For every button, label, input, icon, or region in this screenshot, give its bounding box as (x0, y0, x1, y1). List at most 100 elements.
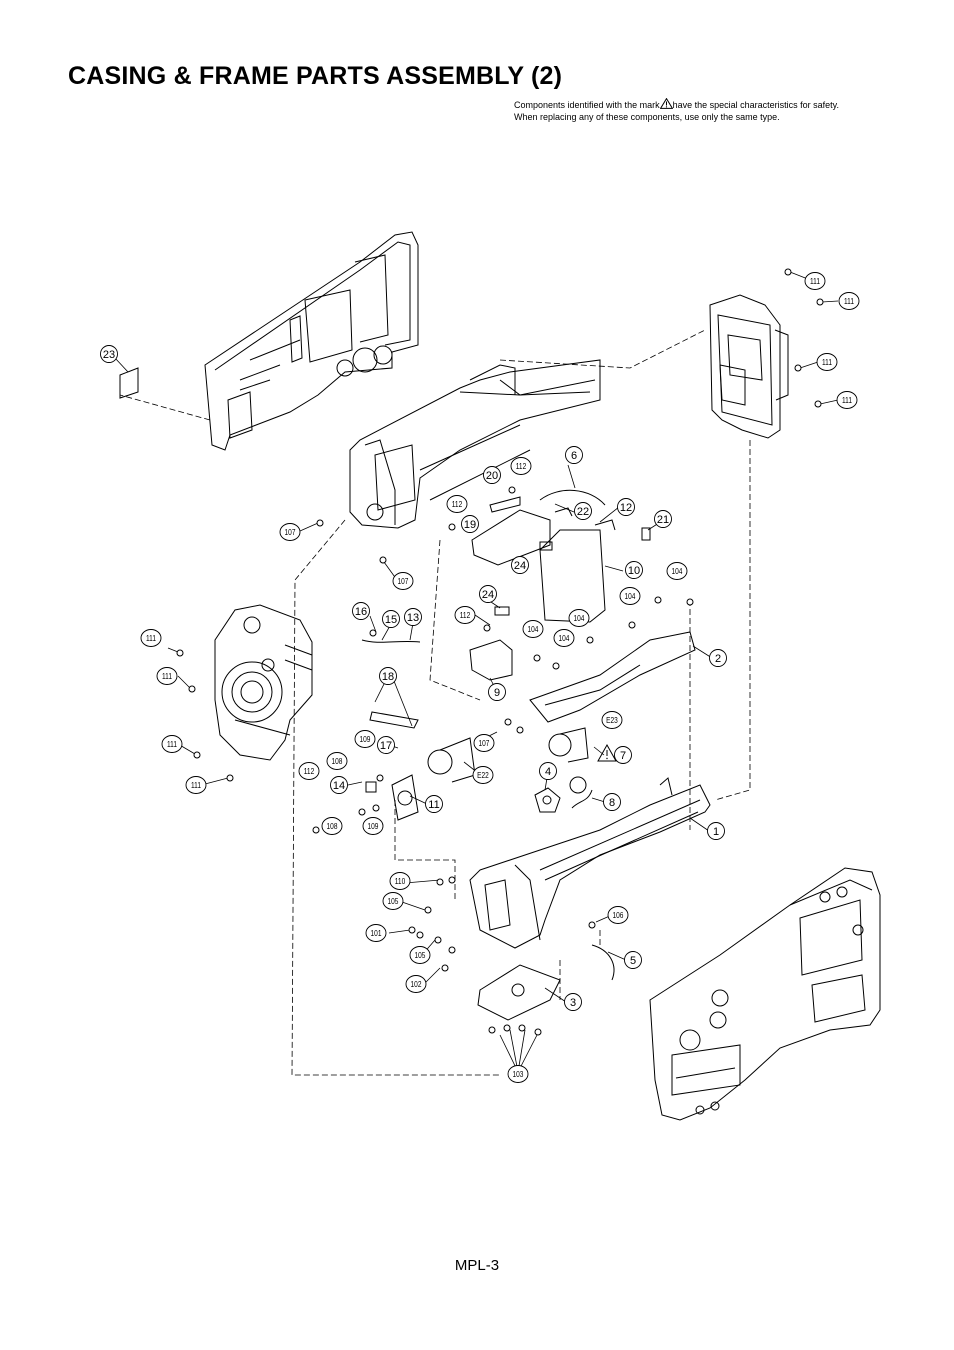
callout-circle (507, 1065, 529, 1083)
callout-label: 18 (382, 671, 394, 683)
callout-label: 111 (146, 633, 156, 643)
callout-circle (382, 610, 400, 628)
callout-circle (709, 649, 727, 667)
callout-circle (607, 906, 629, 924)
callout-9: 9 (488, 683, 506, 701)
callout-10: 10 (625, 561, 643, 579)
callout-104c: 104 (568, 609, 590, 627)
callout-6: 6 (565, 446, 583, 464)
callout-label: 104 (625, 591, 636, 601)
callout-circle (425, 795, 443, 813)
callout-circle (279, 523, 301, 541)
callout-104d: 104 (553, 629, 575, 647)
strip-part-18 (369, 711, 419, 729)
callout-7: 7 (614, 746, 632, 764)
callout-circle (326, 752, 348, 770)
callout-104e: 104 (522, 620, 544, 638)
callout-11: 11 (425, 795, 443, 813)
callout-label: 111 (844, 296, 854, 306)
callout-label: 4 (545, 766, 551, 778)
callout-17: 17 (377, 736, 395, 754)
warning-triangle-icon (659, 98, 673, 109)
callout-1: 1 (707, 822, 725, 840)
callout-circle (483, 466, 501, 484)
callout-109a: 109 (354, 730, 376, 748)
callout-label: 112 (516, 461, 526, 471)
callout-circle (568, 609, 590, 627)
callout-108a: 108 (326, 752, 348, 770)
callout-111a: 111 (804, 272, 826, 290)
bottom-plate-part-3 (477, 964, 561, 1021)
callout-label: 102 (411, 979, 422, 989)
callout-circle (352, 602, 370, 620)
callout-label: 9 (494, 687, 500, 699)
main-frame-top (349, 359, 601, 529)
callout-label: 11 (428, 799, 439, 811)
callout-circle (553, 629, 575, 647)
callout-105b: 105 (409, 946, 431, 964)
front-side-panel (649, 867, 881, 1121)
callout-107a: 107 (279, 523, 301, 541)
callout-label: 109 (360, 734, 371, 744)
callout-label: 20 (486, 470, 498, 482)
callout-circle (362, 817, 384, 835)
bracket-part-9 (469, 639, 513, 681)
rear-panel (709, 294, 789, 439)
callout-circle (838, 292, 860, 310)
callout-label: 23 (103, 349, 115, 361)
callout-circle (666, 562, 688, 580)
callout-circle (816, 353, 838, 371)
screws (176, 268, 824, 1036)
callout-label: 15 (385, 614, 397, 626)
callout-circle (488, 683, 506, 701)
callout-circle (377, 736, 395, 754)
callout-label: 108 (327, 821, 338, 831)
callout-label: 111 (842, 395, 852, 405)
lens-mount-frame (214, 604, 313, 761)
callout-label: 111 (822, 357, 832, 367)
clip-part-5 (591, 944, 615, 981)
callout-layer: 1234567891011121314151617181920212223242… (100, 272, 860, 1083)
safety-note-line-2: When replacing any of these components, … (514, 111, 780, 122)
callout-103: 103 (507, 1065, 529, 1083)
callout-16: 16 (352, 602, 370, 620)
callout-label: 104 (672, 566, 683, 576)
callout-label: 111 (191, 780, 201, 790)
callout-3: 3 (564, 993, 582, 1011)
callout-label: 111 (167, 739, 177, 749)
bracket-part-10 (539, 529, 606, 623)
callout-label: 112 (304, 766, 314, 776)
cable-part-13 (361, 639, 421, 643)
callout-111e: 111 (140, 629, 162, 647)
callout-18: 18 (379, 667, 397, 685)
callout-circle (511, 556, 529, 574)
callout-label: 10 (628, 565, 640, 577)
callout-label: 104 (528, 624, 539, 634)
washer-part-4 (534, 787, 561, 813)
callout-112a: 112 (510, 457, 532, 475)
callout-circle (522, 620, 544, 638)
callout-label: 3 (570, 997, 576, 1009)
callout-label: 104 (574, 613, 585, 623)
washer-part-4-hole (542, 795, 552, 805)
callout-112c: 112 (454, 606, 476, 624)
callout-circle (707, 822, 725, 840)
cap-part-7 (569, 776, 587, 794)
callout-21: 21 (654, 510, 672, 528)
callout-circle (156, 667, 178, 685)
sheet-part-23 (119, 367, 139, 399)
callout-label: 24 (514, 560, 526, 572)
callout-8: 8 (603, 793, 621, 811)
callout-circle (565, 446, 583, 464)
callout-label: 12 (620, 502, 632, 514)
callout-circle (185, 776, 207, 794)
callout-label: 5 (630, 955, 636, 967)
page-title: CASING & FRAME PARTS ASSEMBLY (2) (68, 62, 563, 90)
callout-107b: 107 (392, 572, 414, 590)
callout-101: 101 (365, 924, 387, 942)
callout-24a: 24 (511, 556, 529, 574)
callout-label: E23 (606, 715, 618, 725)
callout-circle (510, 457, 532, 475)
callout-circle (539, 762, 557, 780)
callout-label: 109 (368, 821, 379, 831)
